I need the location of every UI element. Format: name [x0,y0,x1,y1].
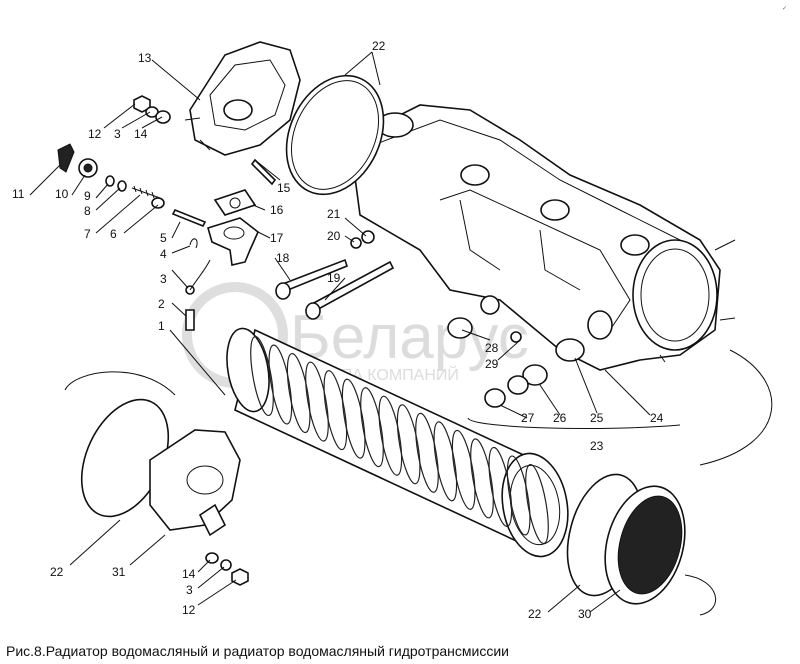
label-6: 6 [110,227,117,241]
label-5: 5 [160,231,167,245]
rotation-arrow-bottom [684,574,717,616]
ring-26 [522,364,548,386]
label-22-left: 22 [50,565,64,579]
valve-10 [78,158,98,178]
pin-4 [189,238,198,249]
label-17: 17 [270,231,284,245]
label-16: 16 [270,203,284,217]
gasket-22-upper [285,74,385,196]
core-fin [286,353,311,434]
bolt-18 [275,258,348,300]
label-12-bottom: 12 [182,603,196,617]
bolt-15 [250,158,277,186]
washer-20 [350,237,362,249]
core-fin [396,404,421,485]
core-fin [488,446,513,527]
label-24: 24 [650,411,664,425]
label-29: 29 [485,357,499,371]
label-22-top: 22 [372,39,386,53]
nut-12-bottom [231,568,249,586]
label-31: 31 [112,565,126,579]
cover-31 [149,429,241,537]
spring-7 [131,185,161,199]
flange-17 [207,217,259,266]
label-10: 10 [55,187,69,201]
bracket-23 [467,417,681,430]
gasket-16 [213,189,257,216]
label-23: 23 [590,439,604,453]
wire-lock [189,259,211,291]
label-22-right: 22 [528,607,542,621]
radiator-core-1 [226,327,569,558]
core-fin [268,344,293,425]
ring-28 [447,317,473,339]
label-3-top: 3 [114,127,121,141]
label-27: 27 [521,411,535,425]
label-28: 28 [485,341,499,355]
core-fin [341,378,366,459]
ring-9 [105,175,115,187]
bolt-19 [305,260,395,320]
core-fin [250,335,274,417]
label-2: 2 [158,297,165,311]
screen-30 [604,485,686,605]
washer-14-top [155,110,171,124]
core-fin [451,429,476,510]
core-fin [506,455,531,536]
radiator-core-fins [250,335,549,545]
rotation-arrow-left [64,371,176,396]
core-fin [378,395,403,476]
label-12-top: 12 [88,127,102,141]
ring-27 [484,388,506,408]
label-7: 7 [84,227,91,241]
label-11: 11 [12,187,25,201]
label-13: 13 [138,51,152,65]
bolt-5 [171,208,207,228]
label-1: 1 [158,319,165,333]
bolt-2 [185,309,195,331]
ring-25 [555,338,585,362]
core-fin [433,421,458,502]
label-15: 15 [277,181,291,195]
label-3-bottom: 3 [186,583,193,597]
label-14-top: 14 [134,127,148,141]
label-14-bottom: 14 [182,567,196,581]
corner-mark: ✓ [782,6,787,12]
label-9: 9 [84,189,91,203]
core-fin [305,361,329,442]
label-4: 4 [160,247,167,261]
gasket-22-upper-inner [290,80,380,190]
washer-21 [361,230,375,244]
plug-29 [510,331,522,343]
core-fin [470,438,494,519]
core-fin [415,412,439,493]
label-19: 19 [327,271,341,285]
label-25: 25 [590,411,604,425]
label-18: 18 [276,251,290,265]
label-3-mid: 3 [160,272,167,286]
cap-6 [151,197,165,209]
core-fin [323,370,348,451]
ring-8 [117,180,127,192]
label-8: 8 [84,204,91,218]
label-30: 30 [578,607,592,621]
ring-extra [507,375,529,395]
radiator-housing [349,104,736,371]
cover-13 [184,41,301,156]
figure-caption: Рис.8.Радиатор водомасляный и радиатор в… [6,643,509,659]
rotation-arrow-right [699,349,773,466]
label-20: 20 [327,229,341,243]
core-fin [525,463,549,545]
leader-lines [29,51,651,613]
label-21: 21 [327,207,341,221]
core-fin [360,387,384,468]
lever-11 [57,143,75,173]
label-26: 26 [553,411,567,425]
